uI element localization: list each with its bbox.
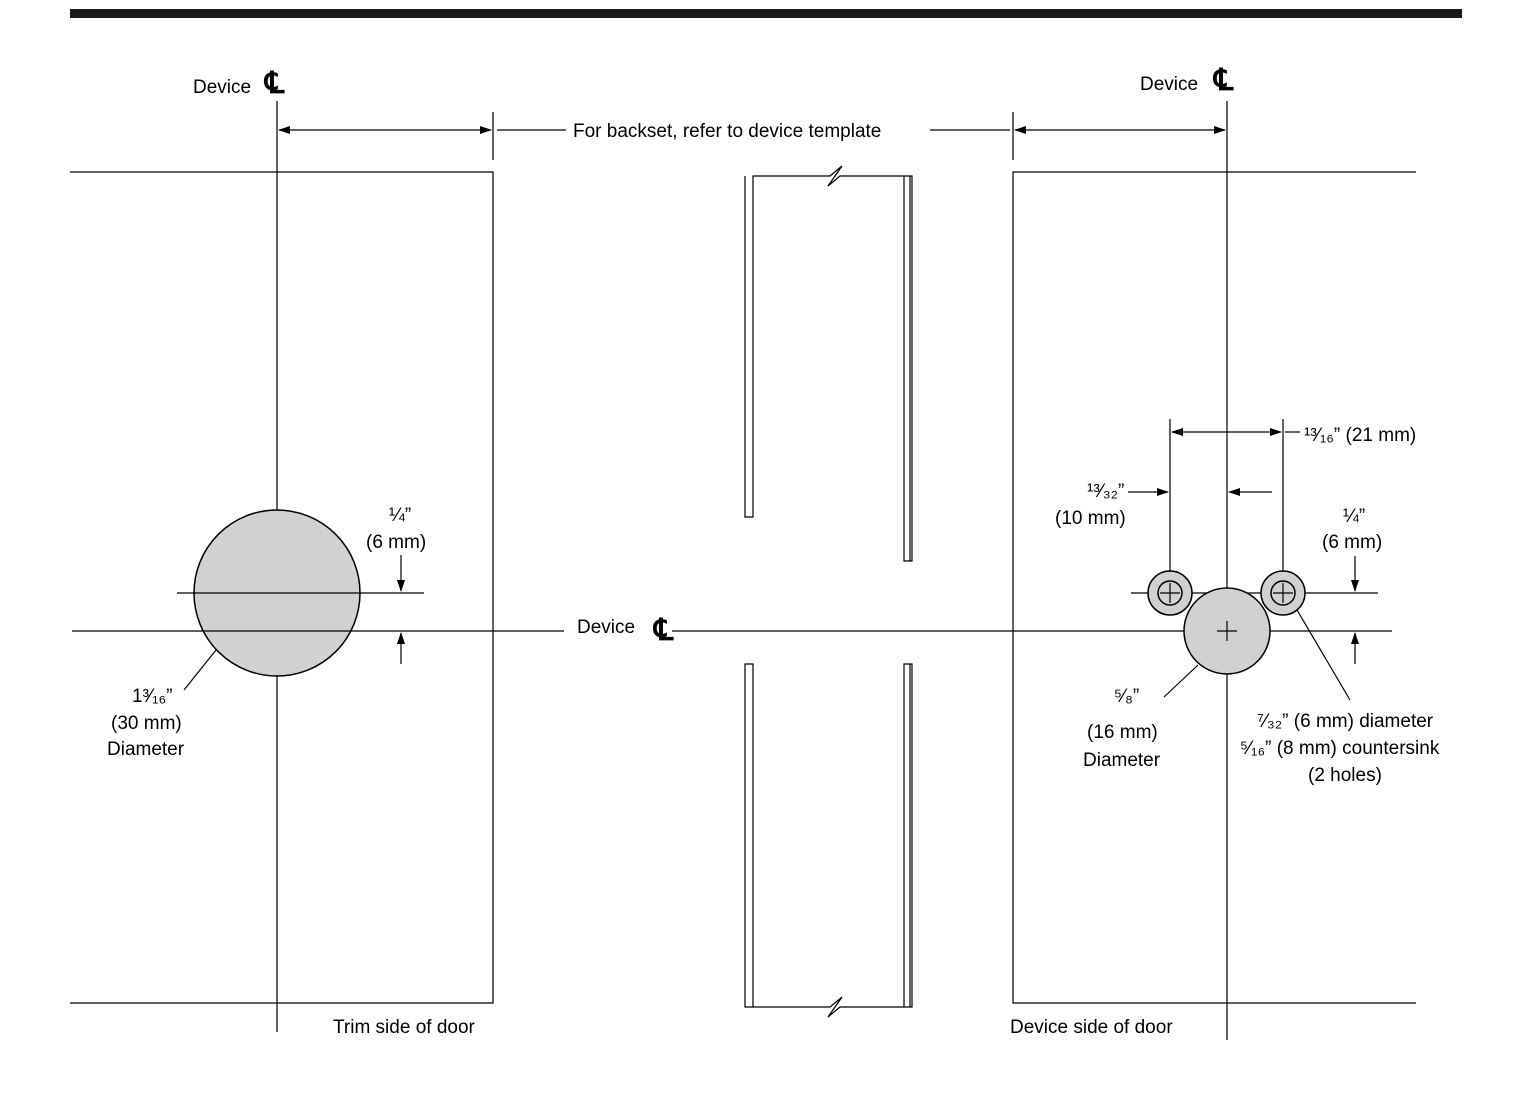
screw-hole-left [1147,570,1193,616]
screw-spacing-label: ¹³⁄₁₆” (21 mm) [1304,425,1416,446]
right-offset-mm: (6 mm) [1322,532,1382,553]
screw-hole-leader [1296,609,1351,701]
center-hole-diameter-label: Diameter [1083,750,1161,771]
trim-side-label: Trim side of door [333,1017,476,1038]
device-side-door [1012,171,1416,1004]
device-side-label: Device side of door [1010,1017,1173,1038]
centerline-symbol-left: ℄ [263,67,285,100]
device-cl-label-center: Device [577,617,635,638]
half-spacing-mm: (10 mm) [1055,508,1126,529]
left-offset-mm: (6 mm) [366,532,426,553]
trim-hole-diameter-label: Diameter [107,739,185,760]
device-cl-label-right: Device [1140,74,1198,95]
header-bar [70,9,1462,18]
screw-hole-spec-line2: ⁵⁄₁₆” (8 mm) countersink [1240,738,1440,759]
door-edge-section-bottom [744,663,913,1018]
centerline-symbol-right: ℄ [1212,64,1234,97]
trim-hole-size-mm: (30 mm) [111,713,182,734]
centerline-symbol-center: ℄ [652,614,674,647]
screw-hole-spec-line1: ⁷⁄₃₂” (6 mm) diameter [1257,711,1434,732]
center-hole-size-mm: (16 mm) [1087,722,1158,743]
center-hole-leader [1163,664,1199,698]
half-spacing-inch: ¹³⁄₃₂” [1087,481,1124,502]
right-offset-inch: ¼” [1343,506,1365,527]
center-hole-size-inch: ⁵⁄₈” [1114,686,1139,707]
trim-hole-size-inch: 1³⁄₁₆” [132,686,172,707]
screw-hole-spec-line3: (2 holes) [1308,765,1382,786]
backset-label: For backset, refer to device template [573,121,881,142]
left-offset-inch: ¼” [389,505,411,526]
trim-hole-leader [183,649,217,691]
trim-side-door [70,171,494,1004]
device-cl-label-left: Device [193,77,251,98]
screw-hole-right [1260,570,1306,616]
door-edge-section-top [744,165,913,562]
